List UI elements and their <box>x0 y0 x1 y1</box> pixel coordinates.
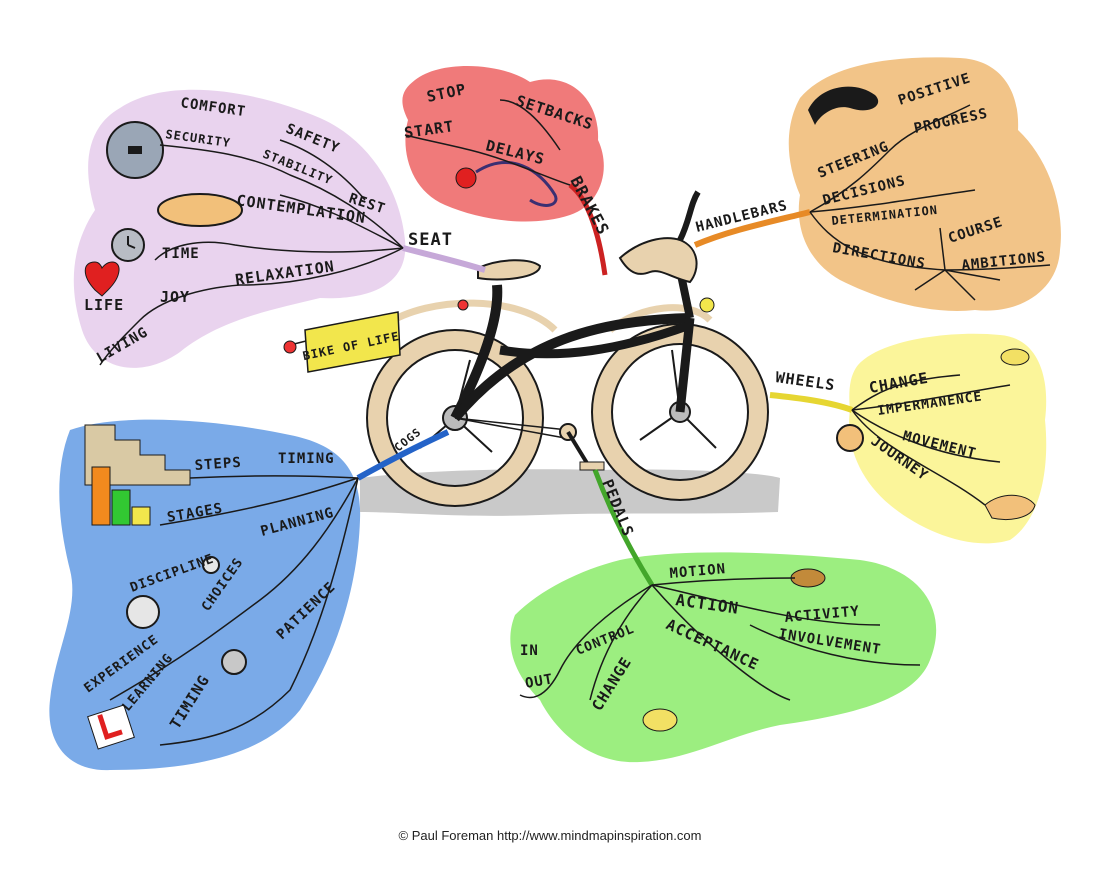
pedals-line-acceptance <box>651 584 791 701</box>
sub-branch-lines <box>99 99 1051 746</box>
pedals-line-involvement <box>749 624 921 666</box>
front-lamp <box>699 297 715 313</box>
hand-icon <box>984 494 1036 520</box>
pedals-blob <box>510 552 937 763</box>
pedals-item-in: IN <box>520 643 539 659</box>
brakes-trunk <box>568 183 608 276</box>
rear-wheel <box>367 330 543 506</box>
seat-trunk <box>402 245 486 273</box>
brakes-line-start <box>404 134 571 186</box>
front-wheel-inner <box>611 343 749 481</box>
cogs-line-steps <box>189 475 359 479</box>
center-flag <box>304 311 401 373</box>
pedal-coin-icon <box>642 708 678 732</box>
wheels-line-impermanence <box>851 384 1011 411</box>
fork <box>675 317 695 413</box>
seat-item-time: TIME <box>162 246 200 262</box>
heart-icon <box>84 261 120 297</box>
gear-icon <box>126 595 160 629</box>
wheels-line-journey <box>851 409 986 506</box>
cogs-line-experience <box>109 477 359 701</box>
pedals-item-motion: MOTION <box>669 561 727 582</box>
handlebar-stem <box>677 190 701 242</box>
handlebars-trunk <box>693 209 811 248</box>
chain <box>454 417 569 439</box>
bar-icon-orange <box>91 466 111 526</box>
pedals-line-motion <box>651 577 796 586</box>
seat-line-contemplation <box>279 194 404 249</box>
seat-line-living <box>99 247 404 366</box>
handlebar-grip <box>618 237 698 284</box>
branch-wheels-label: WHEELS <box>774 368 836 394</box>
pedals-line-change <box>589 584 653 701</box>
top-tube <box>451 313 691 422</box>
pedals-line-control <box>519 584 653 699</box>
bar-icon-green <box>111 489 131 526</box>
hb-line-steering <box>809 104 971 213</box>
down-tube <box>499 320 692 359</box>
cogs-item-timing: TIMING <box>278 451 335 467</box>
seat-line-security <box>159 144 404 249</box>
pedals-item-out: OUT <box>524 671 555 692</box>
front-wheel <box>592 324 768 500</box>
brakes-blob <box>402 65 604 222</box>
seat-line-safety <box>279 139 366 201</box>
l-plate-letter <box>97 714 123 740</box>
pedals-item-activity: ACTIVITY <box>784 603 861 626</box>
brake-light-icon <box>455 167 477 189</box>
pedal-icon <box>790 568 826 588</box>
flag-reflector <box>283 340 297 354</box>
small-gear-icon <box>202 556 220 574</box>
timer-icon <box>221 649 247 675</box>
handlebars-blob <box>788 57 1061 311</box>
rear-fender <box>383 299 558 333</box>
small-wheel-icon <box>836 424 864 452</box>
stairs-icon <box>84 424 191 486</box>
wheels-line-movement <box>851 409 1001 463</box>
cogs-line-stages <box>159 477 359 526</box>
rear-wheel-inner <box>386 349 524 487</box>
wheels-trunk <box>769 392 854 413</box>
cogs-item-steps: STEPS <box>194 455 242 474</box>
saddle <box>477 259 542 281</box>
wheels-line-change <box>851 374 961 411</box>
bike: BIKE OF LIFE <box>283 190 780 516</box>
helmet-icon <box>808 86 879 125</box>
coin-icon <box>1000 348 1030 366</box>
rear-reflector <box>457 299 469 311</box>
seat-line-time <box>154 241 404 261</box>
pedals-trunk <box>592 469 655 587</box>
copyright-footer: © Paul Foreman http://www.mindmapinspira… <box>398 828 702 843</box>
brakes-line-setbacks <box>499 99 561 151</box>
compass-arrows-icon <box>914 227 1001 301</box>
cogs-line-patience <box>159 477 359 746</box>
hb-line-directions <box>809 211 1051 271</box>
pedals-line-action <box>651 584 881 626</box>
doodles <box>84 86 1036 750</box>
rear-wheel-outline <box>366 329 544 507</box>
bar-icon-yellow <box>131 506 151 526</box>
clock-hands <box>127 236 136 249</box>
brake-lever-icon <box>475 161 558 207</box>
padlock-keyhole <box>128 146 142 154</box>
cushion-icon <box>157 193 243 227</box>
pedal <box>579 461 605 471</box>
seat-item-life: LIFE <box>84 296 124 314</box>
hb-line-determination <box>809 189 976 213</box>
branch-seat-label: SEAT <box>408 230 453 250</box>
seat-item-joy: JOY <box>160 288 190 306</box>
cogs-trunk <box>356 429 450 481</box>
